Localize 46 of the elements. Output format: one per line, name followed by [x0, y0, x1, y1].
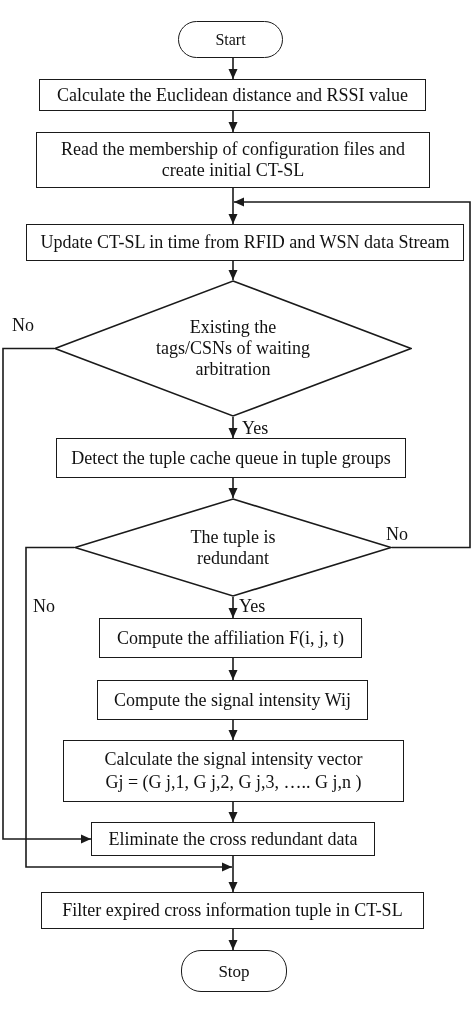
- step-text: Calculate the signal intensity vector: [104, 748, 363, 771]
- arrow: [25, 546, 233, 872]
- arrow: [228, 187, 238, 225]
- arrow: [228, 260, 238, 281]
- arrow: [228, 477, 238, 499]
- process-box: [26, 224, 464, 261]
- arrow: [228, 719, 238, 741]
- arrow: [228, 855, 238, 893]
- arrow: [228, 416, 238, 439]
- terminal-text: Stop: [218, 960, 250, 982]
- edge-label: Yes: [242, 419, 269, 437]
- arrow: [228, 657, 238, 681]
- arrow: [228, 801, 238, 823]
- step-text: Filter expired cross information tuple in CT-SL: [62, 900, 403, 921]
- decision-diamond: [54, 280, 412, 417]
- process-box: [39, 79, 426, 111]
- process-box: [91, 822, 375, 856]
- terminal-shape: [178, 21, 283, 58]
- terminal-text: Start: [215, 30, 246, 50]
- step-text: Compute the signal intensity Wij: [114, 689, 351, 711]
- arrow: [228, 596, 238, 619]
- process-box: [36, 132, 430, 188]
- step-text: Gj = (G j,1, G j,2, G j,3, ….. G j,n ): [105, 771, 362, 794]
- arrow: [228, 110, 238, 133]
- edge-label: No: [33, 597, 55, 615]
- condition-text: Existing the tags/CSNs of waiting arbitration: [155, 317, 311, 380]
- step-text: Calculate the Euclidean distance and RSSI value: [57, 84, 408, 106]
- step-text: Update CT-SL in time from RFID and WSN data Stream: [40, 232, 450, 253]
- process-box: [97, 680, 368, 720]
- condition-text: The tuple is redundant: [189, 526, 277, 569]
- step-text: Compute the affiliation F(i, j, t): [116, 627, 345, 649]
- arrow: [233, 197, 471, 549]
- edge-label: No: [12, 316, 34, 334]
- arrow: [2, 347, 92, 844]
- process-box: [99, 618, 362, 658]
- edge-label: No: [386, 525, 408, 543]
- edge-label: Yes: [239, 597, 266, 615]
- step-text: Eliminate the cross redundant data: [108, 828, 358, 850]
- terminal-shape: [181, 950, 287, 992]
- step-text: Read the membership of configuration files and create initial CT-SL: [60, 139, 406, 181]
- arrow: [228, 57, 238, 80]
- step-text: Detect the tuple cache queue in tuple groups: [71, 447, 391, 469]
- process-box: [63, 740, 404, 802]
- arrow: [228, 928, 238, 951]
- process-box: [41, 892, 424, 929]
- process-box: [56, 438, 406, 478]
